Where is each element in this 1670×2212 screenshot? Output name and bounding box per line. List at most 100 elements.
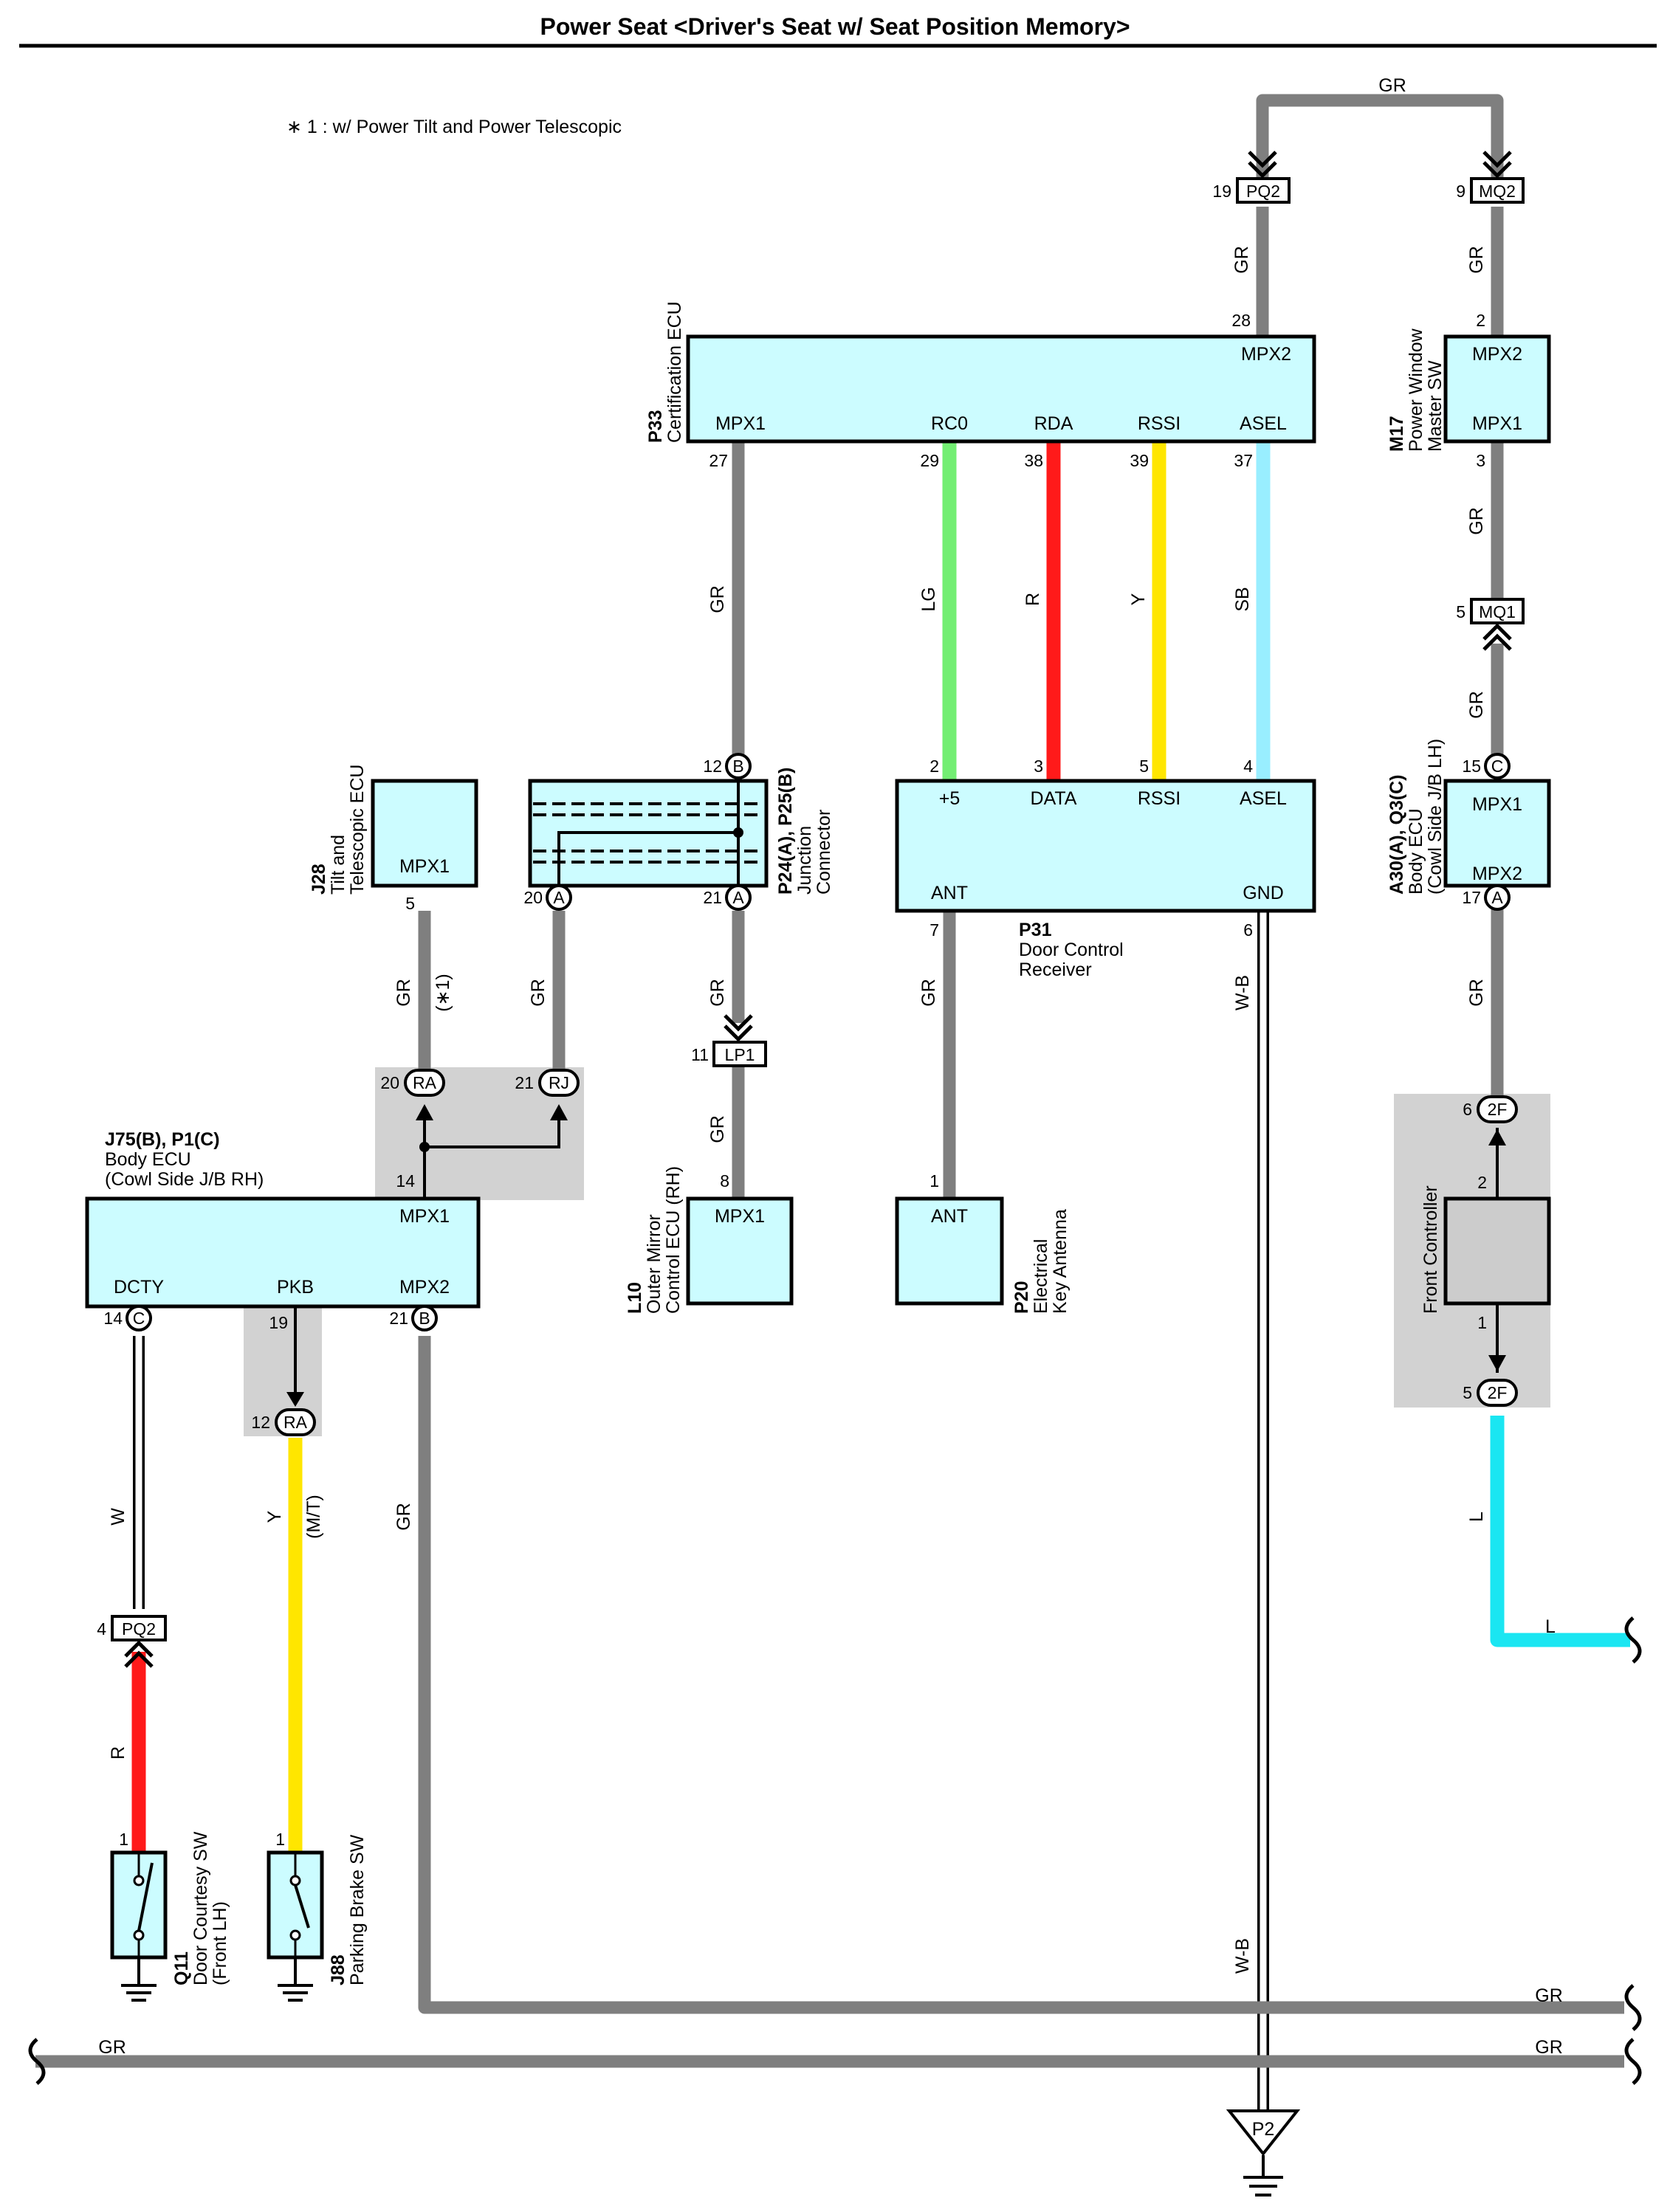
p31-pin-gnd: 6 bbox=[1243, 920, 1253, 940]
q11-name-1: Door Courtesy SW bbox=[190, 1831, 211, 1985]
j88-code: J88 bbox=[328, 1954, 348, 1985]
j28-caption: J28 Tilt and Telescopic ECU bbox=[309, 765, 368, 895]
wl-r-q11: R bbox=[108, 1746, 128, 1760]
p31-term-ant: ANT bbox=[931, 883, 968, 903]
j88-blade bbox=[294, 1884, 310, 1929]
l10-outer-mirror-ecu bbox=[686, 1196, 794, 1306]
wl-gr-jc-a21: GR bbox=[707, 979, 728, 1007]
wl-gr-a30: GR bbox=[1466, 979, 1487, 1007]
wl-gr-j75-mpx2: GR bbox=[394, 1503, 414, 1531]
arrow-heads bbox=[286, 1104, 1506, 1407]
conn-2f-top-label: 2F bbox=[1488, 1100, 1508, 1119]
wl-gr-right1: GR bbox=[1535, 1985, 1563, 2006]
p33-pin-mpx1: 27 bbox=[709, 451, 728, 470]
p31-code: P31 bbox=[1019, 920, 1052, 940]
wl-gr-jc-a20: GR bbox=[528, 979, 549, 1007]
l10-code: L10 bbox=[625, 1282, 645, 1314]
wire-l bbox=[1490, 1416, 1630, 1647]
break-mark-gr1 bbox=[1624, 1984, 1642, 2031]
jc-pin-a20: 20 bbox=[523, 888, 543, 907]
p33-term-mpx2: MPX2 bbox=[1241, 344, 1291, 365]
conn-2f-top bbox=[1477, 1095, 1518, 1123]
a30-term-mpx1: MPX1 bbox=[1472, 794, 1522, 815]
p31-term-rssi: RSSI bbox=[1138, 788, 1181, 809]
conn-ra bbox=[404, 1069, 445, 1097]
j75-term-mpx1: MPX1 bbox=[399, 1206, 450, 1227]
p33-caption: P33 Certification ECU bbox=[645, 301, 685, 443]
conn-pq2-low-pin: 4 bbox=[97, 1619, 106, 1639]
wl-gr-lp1: GR bbox=[707, 1115, 728, 1143]
p20-caption: P20 Electrical Key Antenna bbox=[1011, 1209, 1071, 1314]
wl-y: Y bbox=[1128, 593, 1149, 605]
p33-pin-rssi: 39 bbox=[1130, 451, 1149, 470]
p20-term-ant: ANT bbox=[931, 1206, 968, 1227]
p33-pin-asel: 37 bbox=[1234, 451, 1253, 470]
p33-pin-mpx2: 28 bbox=[1231, 311, 1251, 330]
splice-dot bbox=[419, 1142, 430, 1152]
conn-rj-label: RJ bbox=[549, 1073, 569, 1092]
conn-2f-bottom-pin: 5 bbox=[1463, 1383, 1472, 1402]
conn-pq2-top bbox=[1236, 177, 1291, 204]
m17-name-1: Power Window bbox=[1406, 328, 1426, 452]
j28-pin-mpx1: 5 bbox=[405, 894, 415, 913]
conn-mq2-label: MQ2 bbox=[1479, 182, 1516, 201]
q11-caption: Q11 Door Courtesy SW (Front LH) bbox=[171, 1831, 230, 1985]
p20-name-2: Key Antenna bbox=[1050, 1209, 1071, 1314]
j75-pin-mpx1: 14 bbox=[396, 1171, 415, 1191]
fc-caption: Front Controller bbox=[1420, 1185, 1441, 1314]
p31-pin-data: 3 bbox=[1034, 757, 1043, 776]
j88-name: Parking Brake SW bbox=[347, 1834, 368, 1985]
j28-name-2: Telescopic ECU bbox=[347, 765, 368, 895]
a30-name-1: Body ECU bbox=[1406, 808, 1426, 895]
conn-mq2 bbox=[1470, 177, 1525, 204]
jc-name-1: Junction bbox=[794, 826, 815, 895]
conn-mq1 bbox=[1470, 598, 1525, 624]
ground-icon-q11 bbox=[121, 1957, 157, 2002]
p31-term-asel: ASEL bbox=[1240, 788, 1287, 809]
jc-caption: P24(A), P25(B) Junction Connector bbox=[775, 768, 834, 895]
conn-2f-bottom-label: 2F bbox=[1488, 1383, 1508, 1402]
m17-pin-mpx2: 2 bbox=[1476, 311, 1485, 330]
ground-icon-p2 bbox=[1243, 2155, 1283, 2197]
conn-ra12-label: RA bbox=[284, 1413, 308, 1432]
jc-conn-a20: A bbox=[553, 888, 565, 907]
a30-pin-mpx2: 17 bbox=[1462, 888, 1481, 907]
p33-term-mpx1: MPX1 bbox=[715, 413, 766, 434]
break-mark-gr2-left bbox=[28, 2038, 46, 2085]
jc-code: P24(A), P25(B) bbox=[775, 768, 796, 895]
ground-point-p2 bbox=[1226, 2109, 1301, 2157]
m17-name-2: Master SW bbox=[1425, 360, 1446, 452]
fc-name: Front Controller bbox=[1420, 1185, 1441, 1314]
p33-pin-rda: 38 bbox=[1024, 451, 1043, 470]
j88-pin-1: 1 bbox=[275, 1830, 285, 1849]
p33-term-rc0: RC0 bbox=[931, 413, 968, 434]
wl-gr-p31: GR bbox=[918, 979, 939, 1007]
p20-key-antenna bbox=[895, 1196, 1004, 1306]
conn-lp1-label: LP1 bbox=[725, 1045, 755, 1064]
l10-term-mpx1: MPX1 bbox=[715, 1206, 765, 1227]
p31-term-p5: +5 bbox=[939, 788, 961, 809]
conn-rj-pin: 21 bbox=[515, 1073, 534, 1092]
j75-term-dcty: DCTY bbox=[114, 1277, 164, 1298]
p33-code: P33 bbox=[645, 410, 666, 443]
footnote: ∗ 1 : w/ Power Tilt and Power Telescopic bbox=[286, 117, 622, 137]
m17-pin-mpx1: 3 bbox=[1476, 451, 1485, 470]
a30-conn-a: A bbox=[1491, 888, 1503, 907]
q11-pin-1: 1 bbox=[119, 1830, 128, 1849]
j28-term-mpx1: MPX1 bbox=[399, 856, 450, 877]
j88-contact-bottom bbox=[289, 1929, 301, 1941]
wl-gr-left: GR bbox=[98, 2037, 126, 2058]
chevron-markers bbox=[124, 151, 1512, 1668]
fc-pin-bottom: 1 bbox=[1477, 1313, 1487, 1332]
conn-ra-pin: 20 bbox=[380, 1073, 399, 1092]
wl-mt: (M/T) bbox=[303, 1495, 324, 1539]
wire-gr-top-loop bbox=[1256, 94, 1504, 177]
wl-gr-m17: GR bbox=[1466, 507, 1487, 535]
p31-term-data: DATA bbox=[1031, 788, 1077, 809]
conn-ra12-pin: 12 bbox=[251, 1413, 270, 1432]
wl-l-horizontal: L bbox=[1545, 1616, 1556, 1637]
j28-name-1: Tilt and bbox=[328, 835, 348, 895]
m17-term-mpx1: MPX1 bbox=[1472, 413, 1522, 434]
j88-contact-top bbox=[289, 1875, 301, 1887]
p31-term-gnd: GND bbox=[1243, 883, 1284, 903]
